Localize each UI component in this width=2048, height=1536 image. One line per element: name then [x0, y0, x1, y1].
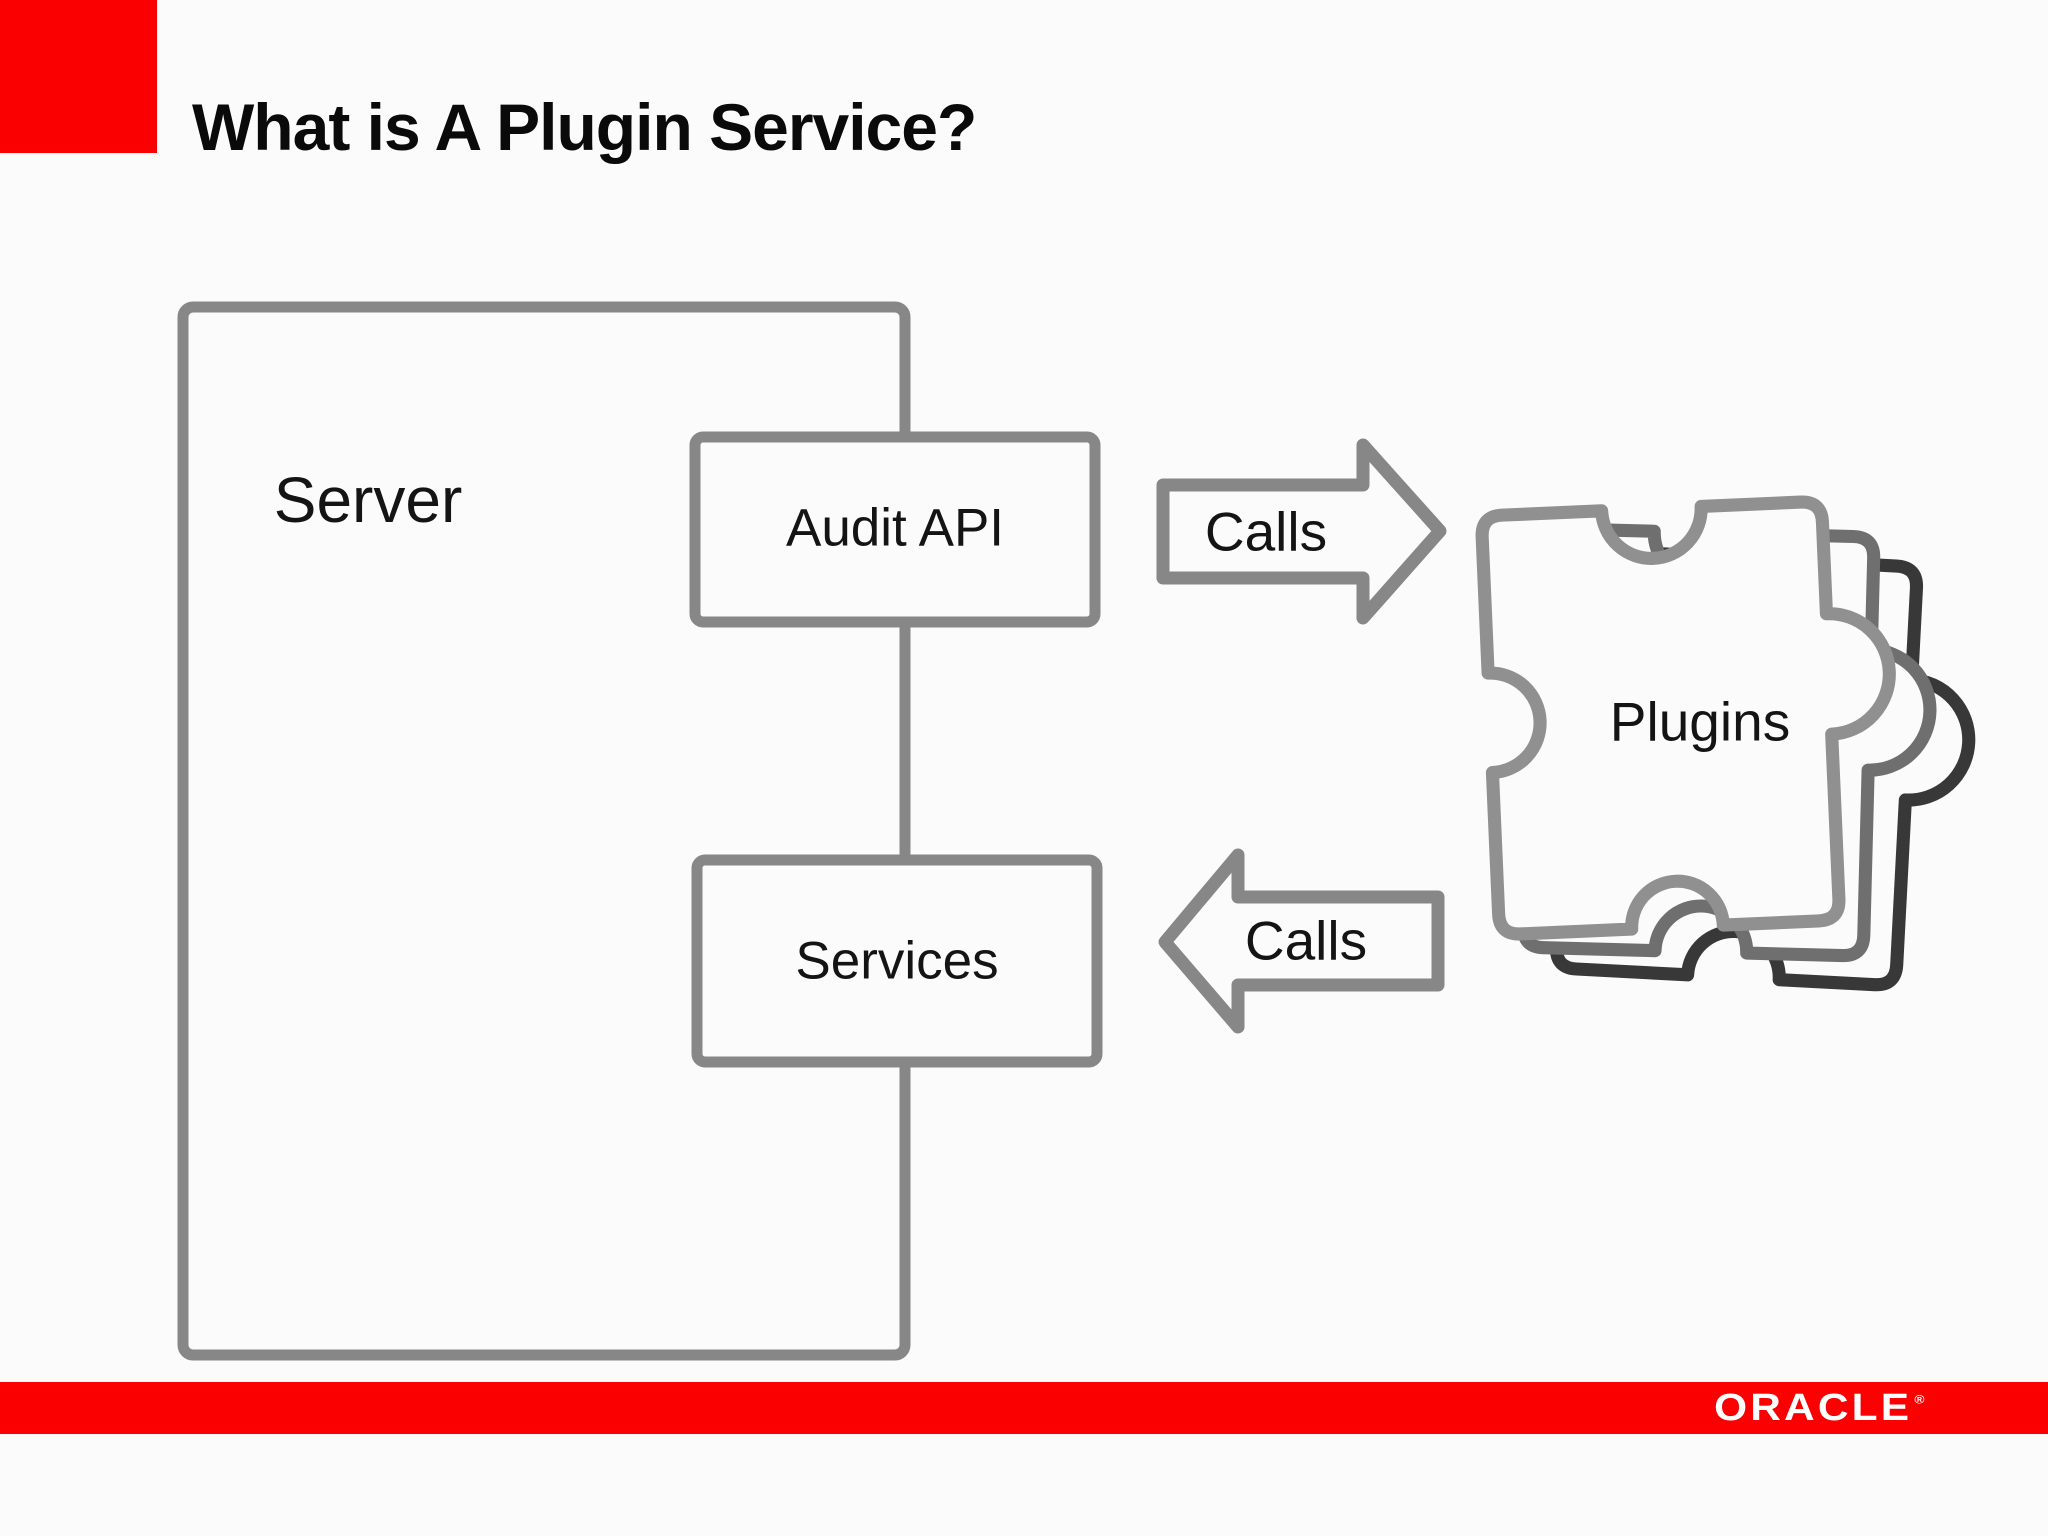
server-label: Server [273, 464, 463, 536]
calls-right-label: Calls [1204, 500, 1328, 563]
puzzle-outline-front [1475, 495, 1896, 941]
arrow-right-icon [1156, 438, 1447, 625]
puzzle-piece-icon [1475, 495, 1976, 992]
oracle-wordmark: ORACLE [1713, 1386, 1912, 1429]
page-title: What is A Plugin Service? [192, 90, 977, 164]
footer-bar: ORACLE® [0, 1382, 2048, 1434]
registered-trademark-icon: ® [1913, 1392, 1924, 1407]
arrow-left-icon [1158, 848, 1445, 1034]
plugins-label: Plugins [1609, 690, 1791, 753]
calls-left-label: Calls [1244, 909, 1368, 972]
audit-api-label: Audit API [785, 498, 1005, 558]
audit-api-box [689, 431, 1101, 628]
oracle-logo: ORACLE® [1714, 1384, 1924, 1433]
server-box [177, 301, 911, 1361]
services-box [691, 854, 1103, 1068]
services-label: Services [795, 931, 999, 991]
red-corner-block [0, 0, 157, 153]
